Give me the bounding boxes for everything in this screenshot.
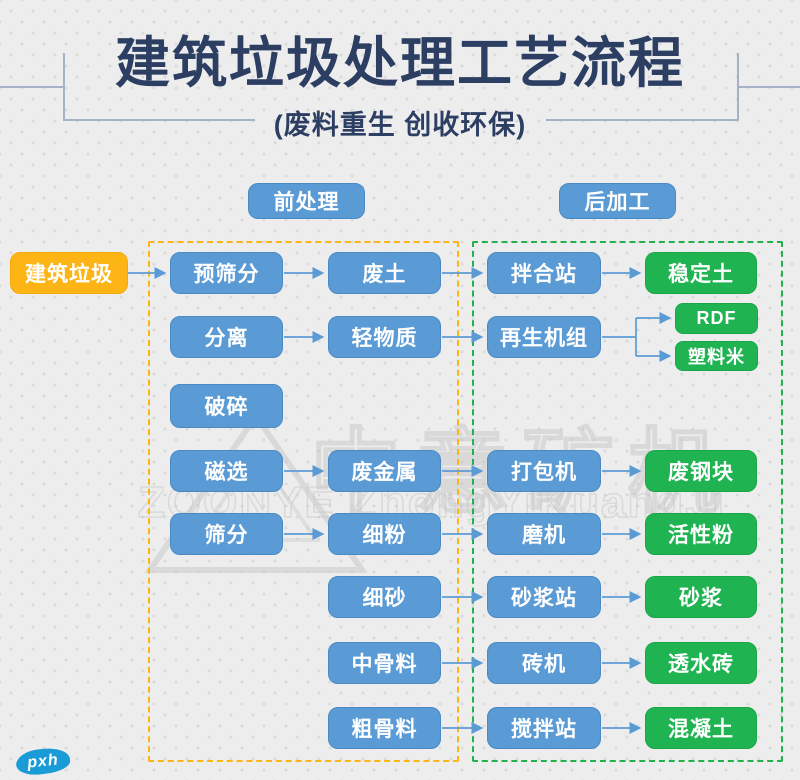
node-waste-soil: 废土 — [328, 252, 441, 294]
node-stabilized-soil: 稳定土 — [645, 252, 757, 294]
node-regeneration-unit: 再生机组 — [487, 316, 601, 358]
corner-sticker-logo: pxh — [14, 746, 72, 777]
page-subtitle: (废料重生 创收环保) — [273, 110, 527, 140]
node-active-powder: 活性粉 — [645, 513, 757, 555]
node-separation: 分离 — [170, 316, 283, 358]
node-scrap-metal: 废金属 — [328, 450, 441, 492]
node-rdf: RDF — [675, 303, 758, 334]
node-permeable-brick: 透水砖 — [645, 642, 757, 684]
node-plastic-pellets: 塑料米 — [675, 341, 758, 371]
node-pre-screening: 预筛分 — [170, 252, 283, 294]
subtitle-line-left — [63, 119, 255, 121]
node-brick-machine: 砖机 — [487, 642, 601, 684]
node-mill: 磨机 — [487, 513, 601, 555]
post-processing-frame — [472, 241, 783, 762]
node-screening: 筛分 — [170, 513, 283, 555]
node-fine-sand: 细砂 — [328, 576, 441, 618]
title-frame-right-horizontal — [737, 86, 800, 88]
title-frame-left-vertical — [63, 53, 65, 121]
pre-processing-frame — [148, 241, 459, 762]
node-medium-aggregate: 中骨料 — [328, 642, 441, 684]
subtitle-line-right — [546, 119, 738, 121]
node-fine-powder: 细粉 — [328, 513, 441, 555]
group-header-pre-processing: 前处理 — [248, 183, 365, 219]
node-magnetic-separation: 磁选 — [170, 450, 283, 492]
node-light-material: 轻物质 — [328, 316, 441, 358]
node-mixing-station: 拌合站 — [487, 252, 601, 294]
node-crushing: 破碎 — [170, 384, 283, 428]
node-mortar: 砂浆 — [645, 576, 757, 618]
node-construction-waste: 建筑垃圾 — [10, 252, 128, 294]
node-concrete: 混凝土 — [645, 707, 757, 749]
node-baler: 打包机 — [487, 450, 601, 492]
node-scrap-steel-block: 废钢块 — [645, 450, 757, 492]
node-coarse-aggregate: 粗骨料 — [328, 707, 441, 749]
title-frame-left-horizontal — [0, 86, 64, 88]
node-mortar-station: 砂浆站 — [487, 576, 601, 618]
node-mixing-plant: 搅拌站 — [487, 707, 601, 749]
group-header-post-processing: 后加工 — [559, 183, 676, 219]
page-title: 建筑垃圾处理工艺流程 — [114, 32, 685, 94]
